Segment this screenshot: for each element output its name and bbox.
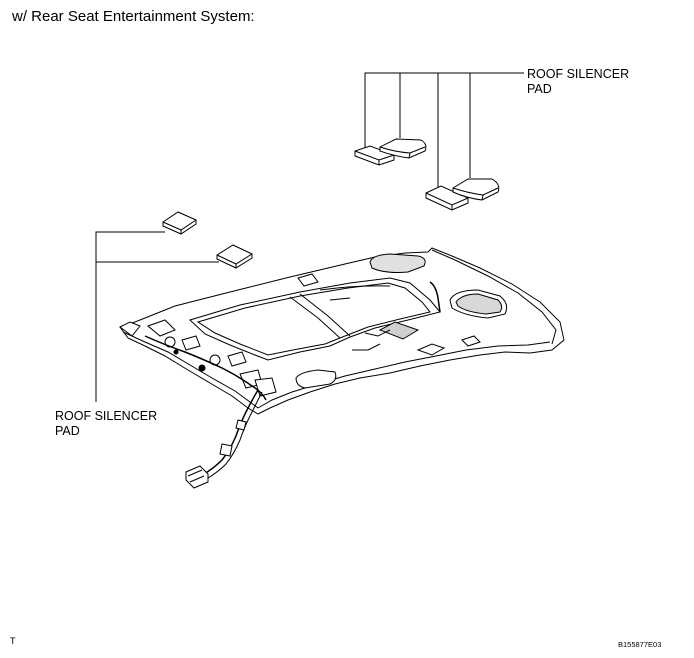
figure-code: B155877E03: [618, 640, 662, 649]
callout-line-2: PAD: [55, 424, 80, 438]
left-leader-lines: [95, 231, 219, 402]
headliner-details: [295, 273, 481, 389]
roof-silencer-pad-top-2: [379, 138, 427, 159]
callout-line-2: PAD: [527, 82, 552, 96]
sunroof-opening: [189, 277, 441, 361]
overhead-console: [369, 253, 508, 340]
roof-silencer-pad-top-4: [452, 178, 500, 201]
wire-harness: [144, 285, 391, 489]
footer-left-code: T: [10, 636, 16, 646]
roof-silencer-pad-left-2: [216, 244, 253, 269]
figure-title: w/ Rear Seat Entertainment System:: [12, 8, 255, 25]
callout-roof-silencer-pad-top: ROOF SILENCER PAD: [527, 67, 629, 97]
callout-roof-silencer-pad-left: ROOF SILENCER PAD: [55, 409, 157, 439]
roof-silencer-pad-top-1: [354, 145, 395, 166]
callout-line-1: ROOF SILENCER: [527, 67, 630, 81]
roof-silencer-pad-top-3: [425, 185, 469, 211]
roof-silencer-pad-left-1: [162, 211, 197, 235]
callout-line-1: ROOF SILENCER: [55, 409, 158, 423]
top-leader-lines: [364, 72, 524, 190]
rear-brackets: [119, 319, 277, 397]
